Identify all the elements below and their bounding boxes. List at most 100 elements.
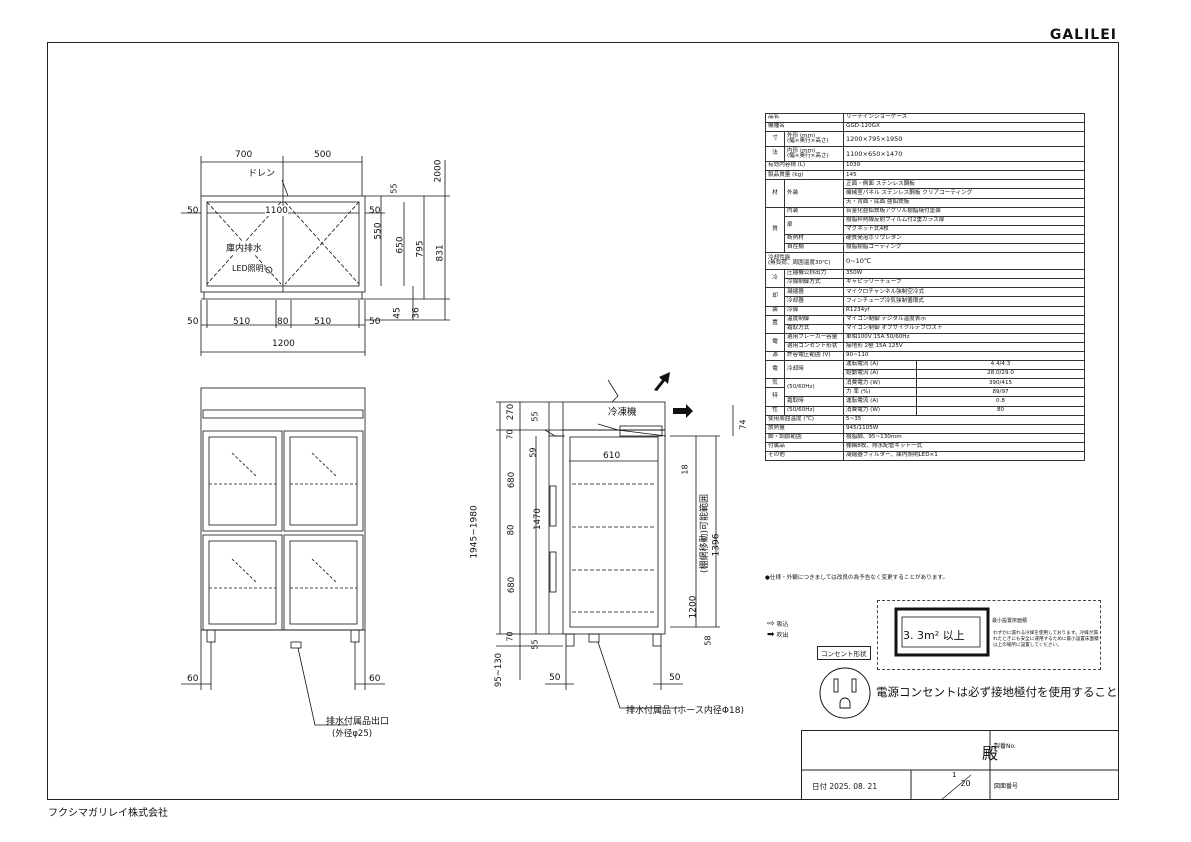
table-row: 却凝縮器マイクロチャンネル強制空冷式 bbox=[765, 287, 1085, 307]
table-row: 適用コンセント形状接地形 2極 15A 125V bbox=[766, 341, 1085, 352]
spec-subkey: 消費電力 (W) bbox=[843, 378, 917, 389]
led-light-label: LED照明 bbox=[232, 263, 264, 274]
side-dim-50-right: 50 bbox=[669, 673, 681, 683]
side-dim-55-top: 55 bbox=[530, 411, 540, 422]
spec-key: 付属品 bbox=[765, 441, 844, 453]
side-dim-74: 74 bbox=[738, 419, 748, 430]
ground-warning: 電源コンセントは必ず接地極付を使用すること bbox=[876, 685, 1118, 699]
front-view bbox=[181, 387, 385, 726]
spec-category: 寸 bbox=[765, 131, 785, 148]
front-dim-60-right: 60 bbox=[369, 674, 381, 684]
plan-dim-650: 650 bbox=[395, 236, 406, 254]
spec-key: 冷却性能(無負荷、周囲温度30℃) bbox=[765, 252, 844, 271]
spec-category: 材 bbox=[765, 179, 785, 208]
page-denominator: 20 bbox=[960, 779, 971, 788]
table-row: 付属品棚網8枚、排水配管キット一式 bbox=[765, 441, 1085, 453]
page-numerator: 1 bbox=[952, 771, 957, 779]
spec-key: 外装 bbox=[784, 179, 844, 208]
side-dim-1200: 1200 bbox=[688, 595, 699, 619]
spec-value: 正面・側面 ステンレス鋼板 bbox=[843, 179, 1085, 190]
plan-dim-b50-left: 50 bbox=[187, 317, 199, 327]
table-row: 置温度制御マイコン制御 デジタル温度表示 bbox=[765, 314, 1085, 334]
spec-value: 1200×795×1950 bbox=[843, 131, 1085, 148]
table-row: 使用周囲温度 (℃)5~35 bbox=[765, 414, 1085, 425]
table-row: 法内形 (mm)(幅×奥行×高さ)1100×650×1470 bbox=[765, 146, 1085, 163]
spec-key: 内形 (mm)(幅×奥行×高さ) bbox=[784, 146, 844, 163]
production-number-label: 製番No. bbox=[994, 743, 1016, 750]
side-dim-70-top: 70 bbox=[505, 429, 515, 440]
plan-dim-831: 831 bbox=[435, 244, 446, 262]
spec-value: 1100×650×1470 bbox=[843, 146, 1085, 163]
plan-dim-36: 36 bbox=[411, 307, 422, 319]
spec-category: 特 bbox=[765, 387, 785, 407]
legend-item-exhaust: ➡ 吹出 bbox=[767, 630, 788, 641]
spec-value: 5~35 bbox=[843, 414, 1085, 425]
cooler-label: 冷凍機 bbox=[608, 407, 637, 418]
spec-subkey: 運転電流 (A) bbox=[843, 396, 917, 407]
spec-value: マグネット式4枚 bbox=[843, 224, 1085, 235]
spec-value: 0.8 bbox=[916, 396, 1085, 407]
table-row: 品名リーチインショーケース bbox=[765, 112, 1085, 124]
plan-dim-2000: 2000 bbox=[433, 159, 444, 183]
spec-value: キャピラリーチューブ bbox=[843, 278, 1085, 289]
side-dim-680-bottom: 680 bbox=[507, 576, 518, 594]
spec-value: 凝縮器フィルター、庫内照明LED×1 bbox=[843, 450, 1085, 462]
spec-value: 90~110 bbox=[843, 350, 1085, 362]
inner-drain-label: 庫内排水 bbox=[226, 241, 263, 254]
table-row: 質内装合金化亜鉛鉄板アクリル樹脂焼付塗装 bbox=[765, 206, 1085, 254]
table-row: 特 力 率 (%)89/97 bbox=[765, 387, 1085, 407]
plan-dim-80: 80 bbox=[277, 317, 289, 327]
brand-logo: GALILEI bbox=[1049, 27, 1117, 43]
spec-value: 合金化亜鉛鉄板アクリル樹脂焼付塗装 bbox=[843, 206, 1085, 217]
table-row: 材外装正面・側面 ステンレス鋼板 bbox=[765, 179, 1085, 208]
plan-dim-50-right: 50 bbox=[369, 206, 381, 216]
plan-dim-795: 795 bbox=[415, 240, 426, 258]
side-dim-55-bottom: 55 bbox=[530, 639, 540, 650]
spec-value: 390/415 bbox=[916, 378, 1085, 389]
spec-category: 法 bbox=[765, 146, 785, 163]
spec-subkey: 力 率 (%) bbox=[843, 387, 917, 398]
plan-dim-45: 45 bbox=[392, 307, 403, 319]
spec-value: フィンチューブ冷気強制循環式 bbox=[843, 296, 1085, 307]
table-row: 電冷却時運転電流 (A)4.4/4.3 bbox=[765, 360, 1085, 380]
side-dim-1396: 1396 bbox=[711, 533, 722, 557]
spec-key: 製品質量 (kg) bbox=[765, 170, 844, 181]
table-row: 霜取方式マイコン制御 オフサイクルデフロスト bbox=[766, 323, 1085, 334]
spec-key: その他 bbox=[765, 450, 844, 462]
plan-dim-500: 500 bbox=[314, 150, 332, 160]
spec-key: 有効内容積 (L) bbox=[765, 161, 844, 172]
spec-category: 却 bbox=[765, 287, 785, 307]
outlet-shape-label: コンセント形状 bbox=[817, 646, 871, 660]
spec-key: (50/60Hz) bbox=[784, 405, 844, 416]
side-dim-58: 58 bbox=[703, 635, 713, 646]
spec-key: 品名 bbox=[765, 112, 844, 124]
spec-category: 電 bbox=[765, 360, 785, 380]
spec-key: 放熱量 bbox=[765, 423, 844, 434]
spec-key: 自在棚 bbox=[784, 243, 844, 254]
plan-dim-1100: 1100 bbox=[265, 206, 288, 216]
spec-value: 89/97 bbox=[916, 387, 1085, 398]
side-dim-1470: 1470 bbox=[532, 508, 543, 530]
table-row: 有効内容積 (L)1039 bbox=[765, 161, 1085, 172]
spec-value: マイクロチャンネル強制空冷式 bbox=[843, 287, 1085, 298]
drawing-frame bbox=[47, 42, 1119, 800]
airflow-arrows bbox=[654, 372, 693, 418]
plan-dim-510-left: 510 bbox=[233, 317, 251, 327]
spec-key: 扉 bbox=[784, 215, 844, 235]
spec-subkey: 始動電流 (A) bbox=[843, 369, 917, 380]
min-floor-area-box bbox=[877, 600, 1101, 670]
front-dim-60-left: 60 bbox=[187, 674, 199, 684]
side-dim-height-range: 1945~1980 bbox=[469, 505, 480, 559]
spec-key: 外形 (mm)(幅×奥行×高さ) bbox=[784, 131, 844, 148]
spec-category: 置 bbox=[765, 314, 785, 334]
grounded-outlet-icon bbox=[819, 667, 871, 719]
title-block-grid bbox=[801, 730, 1119, 800]
hollow-arrow-icon: ⇨ bbox=[767, 619, 775, 629]
side-dim-59: 59 bbox=[528, 447, 538, 458]
spec-value: 80 bbox=[916, 405, 1085, 416]
spec-value: 945/1105W bbox=[843, 423, 1085, 434]
spec-value: リーチインショーケース bbox=[843, 112, 1085, 124]
spec-key: 冷媒制御方式 bbox=[784, 278, 844, 289]
side-dim-610: 610 bbox=[603, 451, 621, 461]
